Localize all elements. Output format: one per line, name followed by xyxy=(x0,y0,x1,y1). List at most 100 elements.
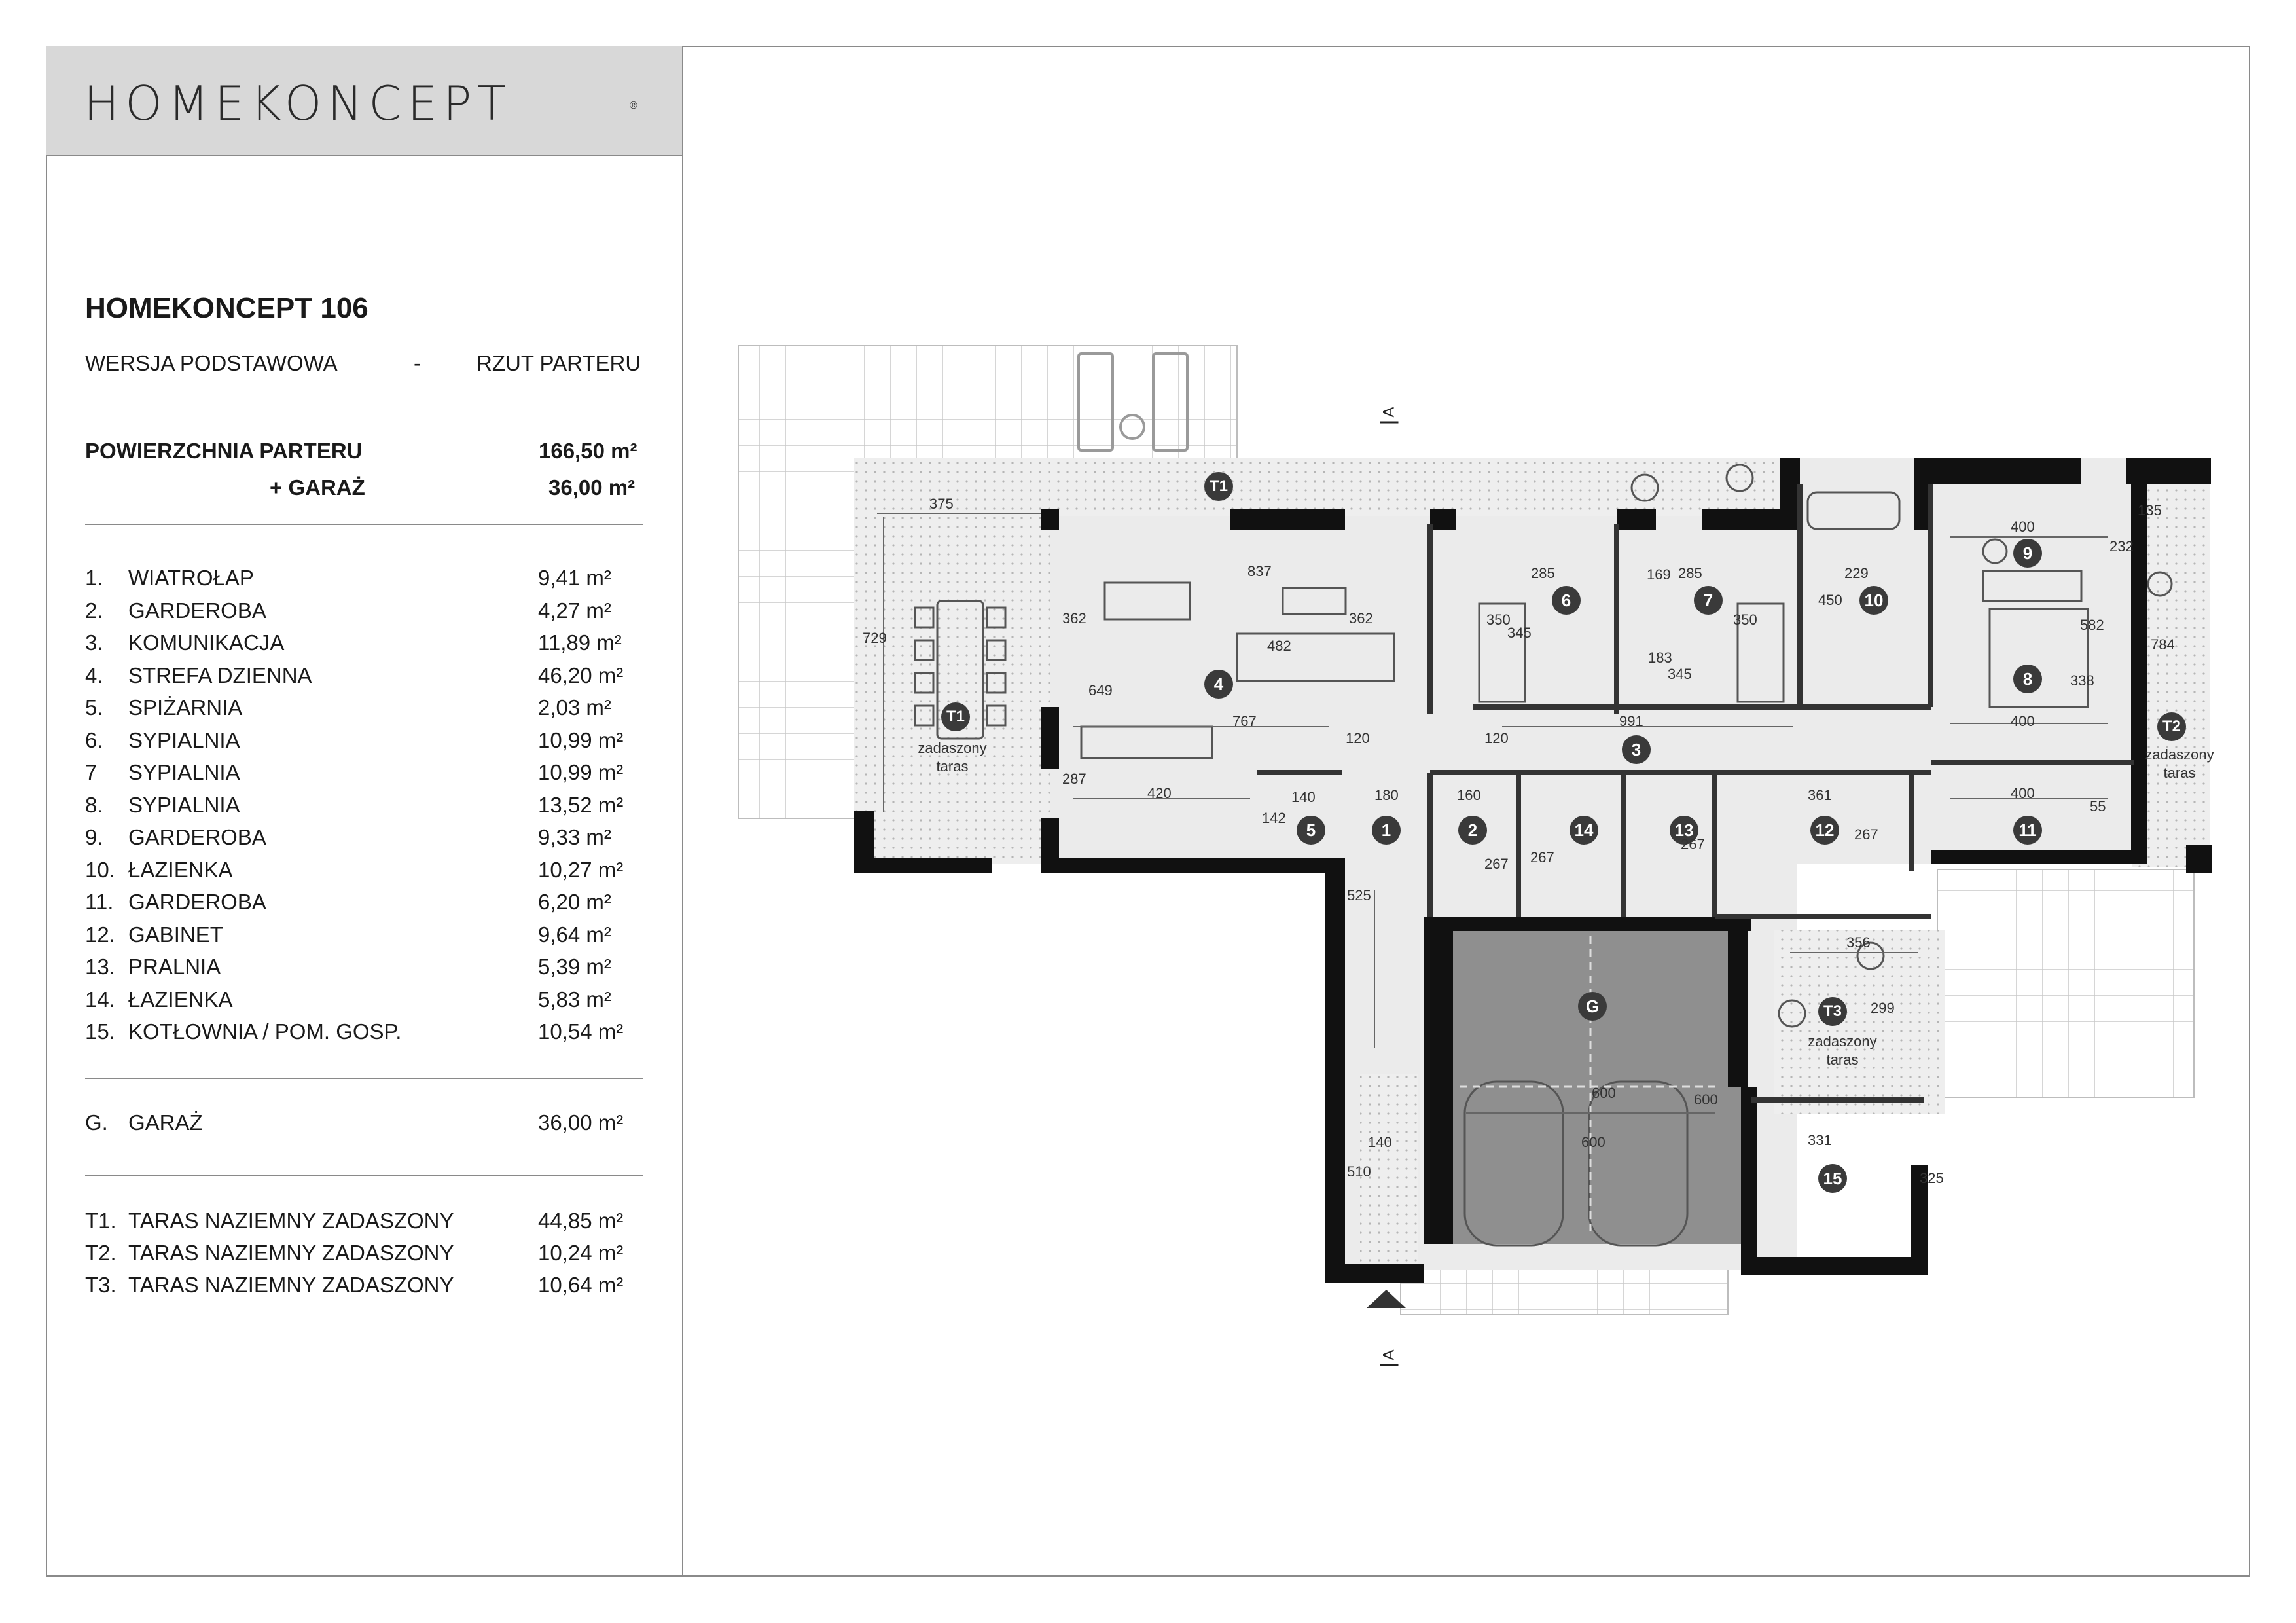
row-number: 9. xyxy=(85,825,103,849)
row-name: STREFA DZIENNA xyxy=(128,663,312,687)
room-row: 15. KOTŁOWNIA / POM. GOSP. 10,54 m² xyxy=(85,1019,648,1052)
dimension-label: 169 xyxy=(1647,566,1671,583)
dimension-label: 331 xyxy=(1808,1132,1832,1148)
info-panel: HOMEKONCEPT ® HOMEKONCEPT 106 WERSJA POD… xyxy=(46,46,683,1577)
row-area: 5,83 m² xyxy=(538,987,611,1012)
dimension-label: 600 xyxy=(1694,1091,1718,1108)
dimension-label: 837 xyxy=(1247,563,1272,579)
sun-lounger-icon xyxy=(1152,352,1189,452)
dimension-label: 285 xyxy=(1531,565,1555,581)
terrace-caption: zadaszony xyxy=(918,740,987,756)
row-number: 3. xyxy=(85,630,103,655)
dimension-label: 356 xyxy=(1846,934,1871,951)
row-area: 10,54 m² xyxy=(538,1019,624,1044)
logo-band: HOMEKONCEPT ® xyxy=(46,46,682,156)
dimension-label: 267 xyxy=(1530,849,1554,866)
row-area: 46,20 m² xyxy=(538,663,624,687)
room-marker-14: 14 xyxy=(1570,816,1598,845)
row-area: 36,00 m² xyxy=(538,1110,624,1135)
dimension-label: 649 xyxy=(1088,682,1113,699)
room-marker-6: 6 xyxy=(1552,586,1581,615)
divider xyxy=(85,1175,643,1176)
row-number: T1. xyxy=(85,1209,117,1233)
row-name: TARAS NAZIEMNY ZADASZONY xyxy=(128,1241,454,1265)
row-number: 8. xyxy=(85,792,103,817)
row-number: 1. xyxy=(85,566,103,590)
row-name: KOTŁOWNIA / POM. GOSP. xyxy=(128,1019,402,1044)
row-number: G. xyxy=(85,1110,108,1135)
dimension-label: 267 xyxy=(1681,836,1705,852)
entry-arrow-icon xyxy=(1367,1290,1406,1308)
row-number: 2. xyxy=(85,598,103,623)
section-mark-a: A xyxy=(1380,1349,1399,1366)
dimension-label: 450 xyxy=(1818,592,1842,608)
dimension-label: 325 xyxy=(1920,1170,1944,1186)
room-marker-5: 5 xyxy=(1297,816,1325,845)
row-name: SYPIALNIA xyxy=(128,760,240,784)
dimension-label: 362 xyxy=(1349,610,1373,627)
garage-row: G. GARAŻ 36,00 m² xyxy=(85,1110,648,1143)
floor-area-label: POWIERZCHNIA PARTERU xyxy=(85,439,363,463)
dimension-label: 338 xyxy=(2070,672,2094,689)
furniture xyxy=(914,464,2173,1247)
row-name: WIATROŁAP xyxy=(128,566,254,590)
row-name: KOMUNIKACJA xyxy=(128,630,285,655)
dimension-label: 420 xyxy=(1147,785,1172,801)
sun-lounger-icon xyxy=(1077,352,1114,452)
room-marker-2: 2 xyxy=(1458,816,1487,845)
divider xyxy=(85,1078,643,1079)
row-area: 5,39 m² xyxy=(538,955,611,979)
row-area: 11,89 m² xyxy=(538,630,622,655)
dimension-label: 345 xyxy=(1668,666,1692,682)
terrace-marker-t2: T2 xyxy=(2157,712,2186,741)
room-marker-G: G xyxy=(1578,992,1607,1021)
terrace-marker-t3: T3 xyxy=(1818,997,1847,1026)
dimension-label: 362 xyxy=(1062,610,1086,627)
row-number: 14. xyxy=(85,987,115,1012)
dimension-label: 299 xyxy=(1871,1000,1895,1016)
row-name: TARAS NAZIEMNY ZADASZONY xyxy=(128,1209,454,1233)
dimension-label: 140 xyxy=(1291,789,1316,805)
row-area: 6,20 m² xyxy=(538,890,611,914)
room-marker-15: 15 xyxy=(1818,1164,1847,1193)
sheet-frame xyxy=(46,46,2250,1577)
entrance-porch xyxy=(1360,1074,1418,1283)
project-title: HOMEKONCEPT 106 xyxy=(85,292,368,324)
dimension-label: 582 xyxy=(2080,617,2104,633)
room-marker-13: 13 xyxy=(1670,816,1698,845)
terrace-caption: taras xyxy=(2163,765,2196,781)
dimension-label: 267 xyxy=(1484,856,1509,872)
row-name: GABINET xyxy=(128,922,223,947)
garage-door-line xyxy=(1460,936,1715,1231)
terrace-marker-t1: T1 xyxy=(1204,472,1233,501)
row-number: 7 xyxy=(85,760,98,784)
terrace-t1-area xyxy=(854,458,1050,864)
dimension-label: 180 xyxy=(1374,787,1399,803)
room-marker-3: 3 xyxy=(1622,735,1651,764)
dimension-label: 232 xyxy=(2109,538,2134,555)
row-number: 5. xyxy=(85,695,103,720)
row-number: 13. xyxy=(85,955,115,979)
row-name: ŁAZIENKA xyxy=(128,987,233,1012)
version-label: WERSJA PODSTAWOWA xyxy=(85,351,338,375)
title-separator: - xyxy=(414,351,421,375)
interior-floor xyxy=(854,458,2209,864)
terrace-caption: taras xyxy=(936,758,969,775)
dimension-label: 229 xyxy=(1844,565,1869,581)
dimension-label: 120 xyxy=(1346,730,1370,746)
dimension-label: 361 xyxy=(1808,787,1832,803)
row-area: 10,64 m² xyxy=(538,1273,624,1297)
brand-logo: HOMEKONCEPT xyxy=(84,76,512,131)
dimension-label: 510 xyxy=(1347,1163,1371,1180)
row-name: GARDEROBA xyxy=(128,825,266,849)
row-number: 15. xyxy=(85,1019,115,1044)
